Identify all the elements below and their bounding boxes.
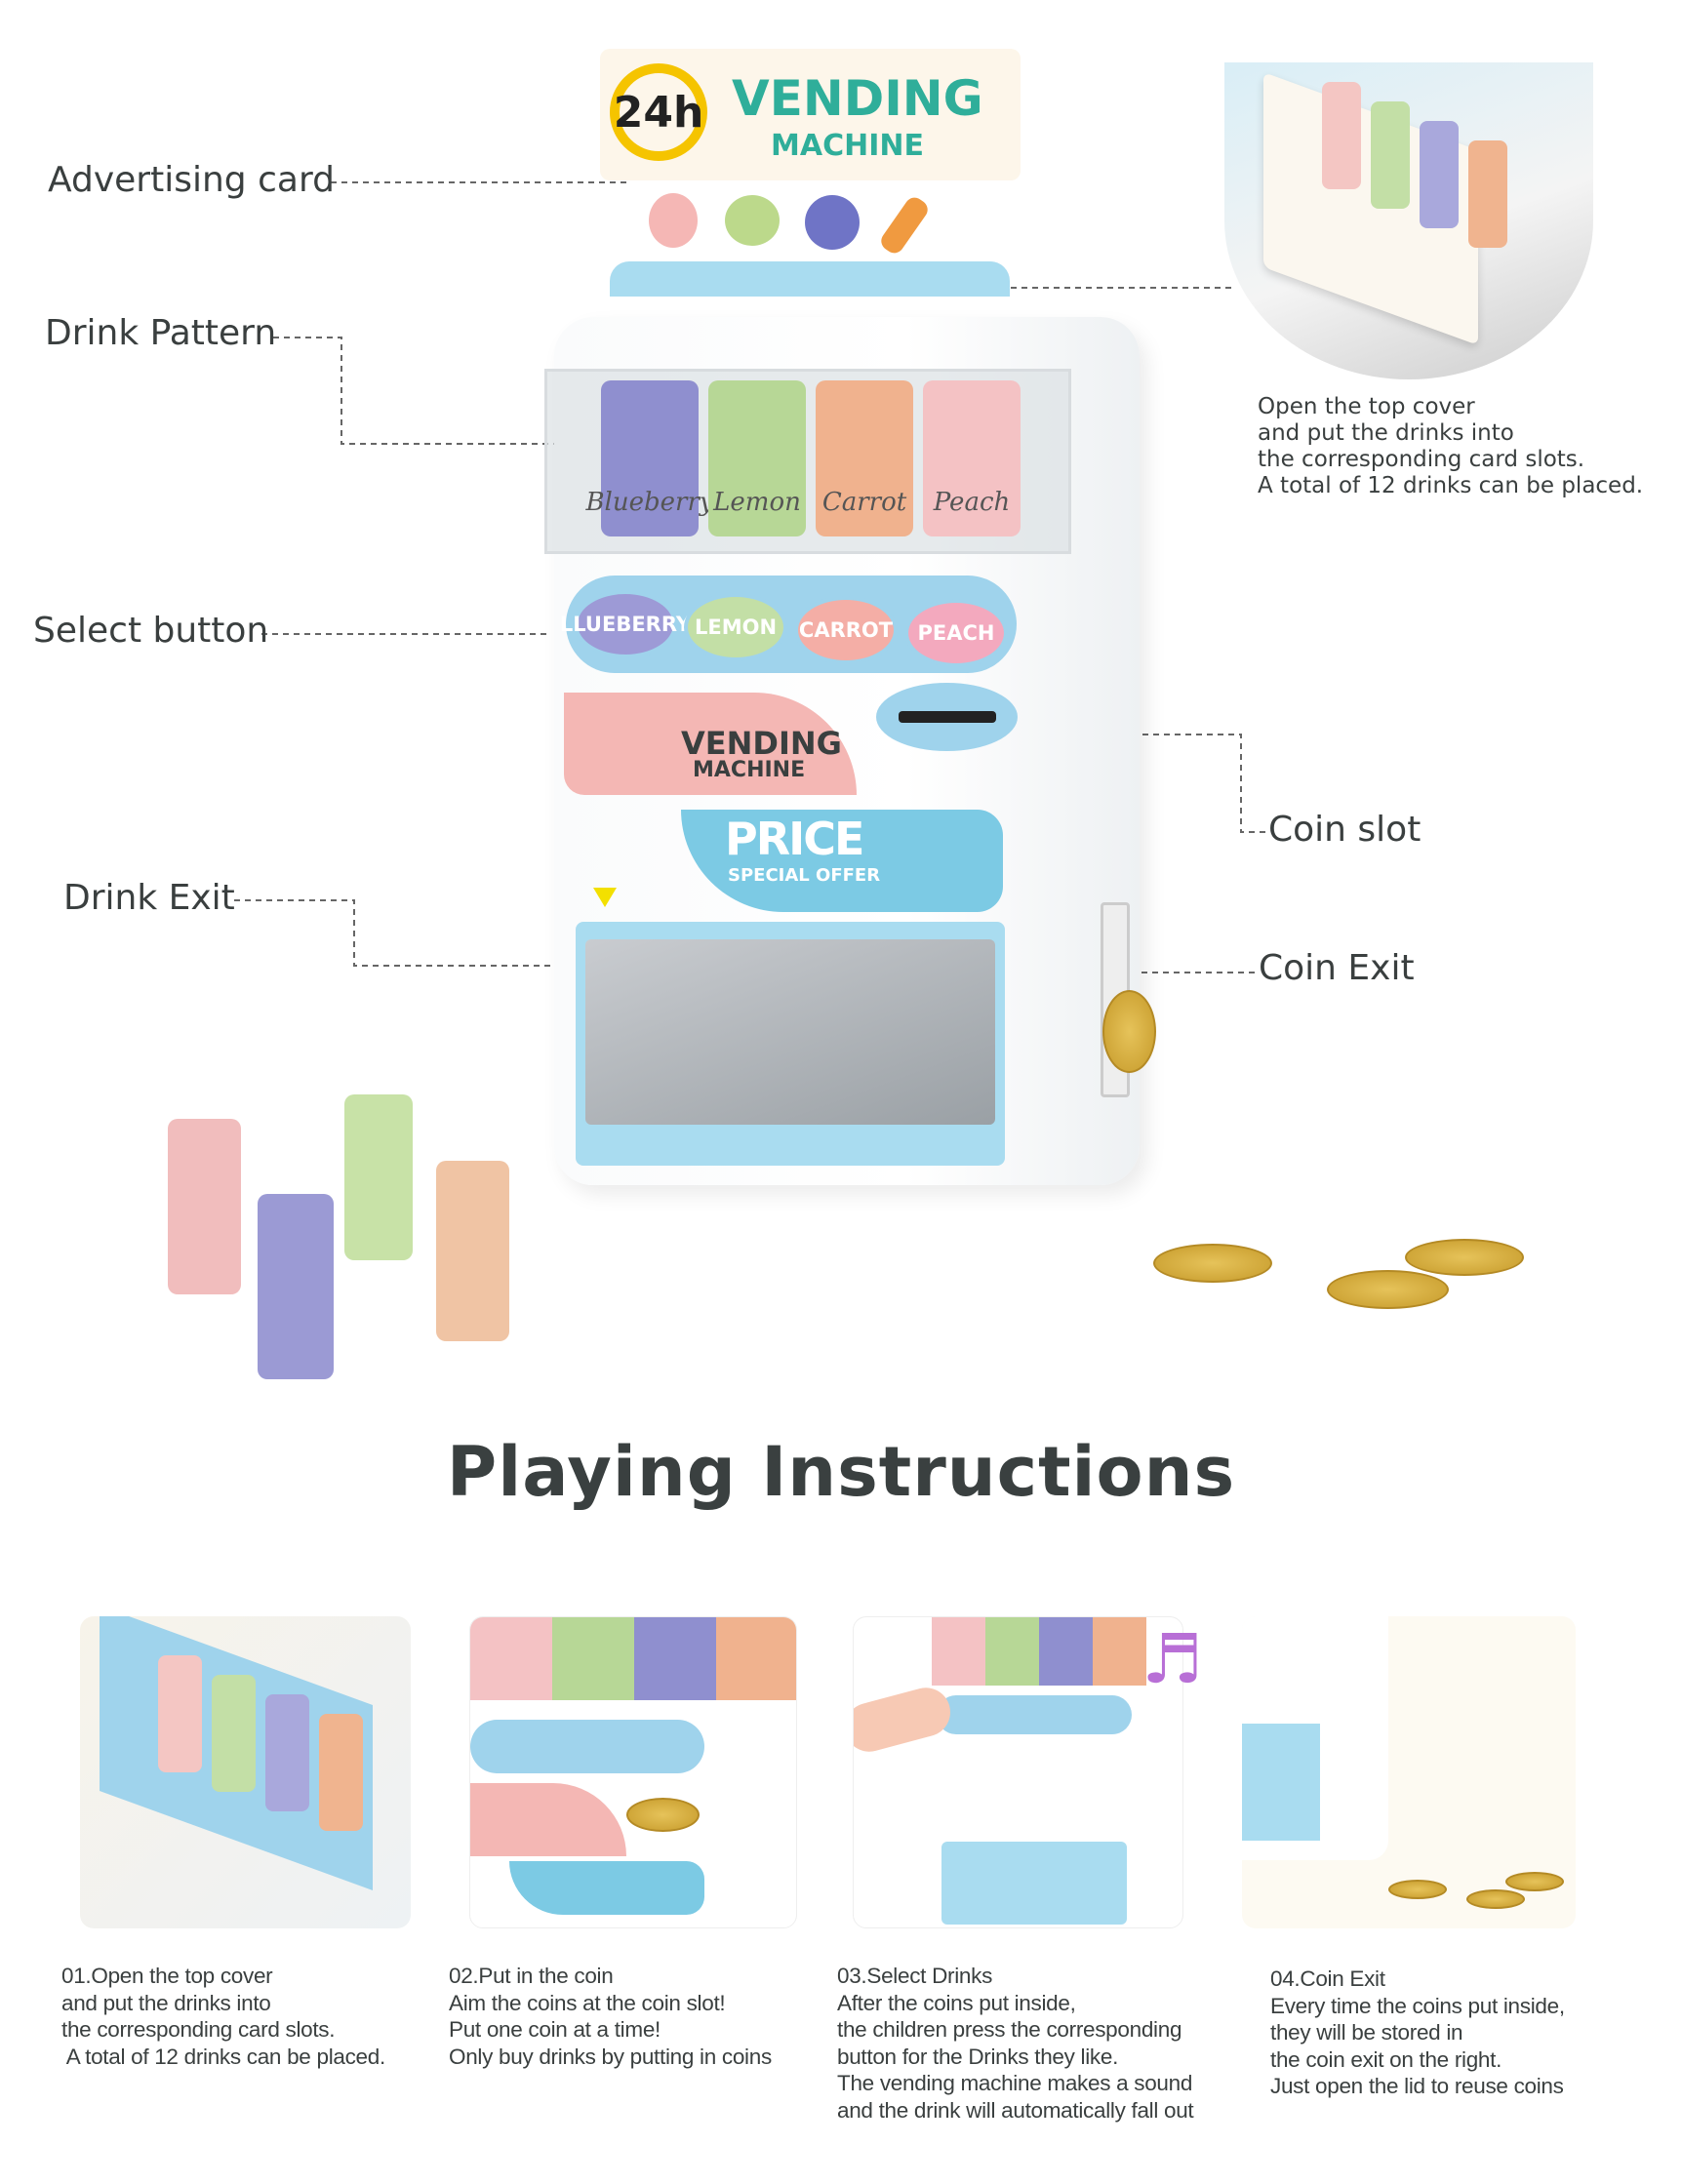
triangle-decoration [593, 888, 617, 907]
price-sticker [681, 810, 1003, 912]
select-button-carrot[interactable]: CARROT [794, 596, 898, 664]
step-1-image [80, 1616, 411, 1928]
ad-subtitle: MACHINE [771, 129, 924, 163]
coin [1327, 1270, 1449, 1309]
instructions-title: Playing Instructions [446, 1432, 1236, 1512]
select-button-peach[interactable]: PEACH [904, 599, 1008, 667]
coin [1153, 1244, 1272, 1283]
can-peach [168, 1119, 241, 1294]
drink-exit[interactable] [576, 922, 1005, 1166]
top-cover-note: Open the top cover and put the drinks in… [1258, 394, 1644, 498]
price-text: PRICE [725, 813, 864, 865]
24h-badge: 24h [610, 63, 707, 161]
drink-blueberry: Blueberry [585, 380, 714, 536]
hand-icon [854, 1682, 956, 1758]
drink-carrot: Carrot [816, 380, 913, 536]
step-4-image [1242, 1616, 1576, 1928]
label-coin-slot: Coin slot [1268, 810, 1422, 850]
step-3-image [853, 1616, 1183, 1928]
coin [1405, 1239, 1524, 1276]
leader-drink-pattern [273, 337, 600, 445]
blueberry-icon [805, 195, 860, 250]
label-advertising-card: Advertising card [48, 160, 335, 200]
label-drink-exit: Drink Exit [63, 878, 235, 918]
coin [1102, 990, 1156, 1073]
vending-sticker [564, 693, 857, 795]
panel-subtitle: MACHINE [693, 758, 806, 782]
step-2-text: 02.Put in the coin Aim the coins at the … [449, 1964, 772, 2069]
advertising-card: 24h VENDING MACHINE [600, 49, 1021, 297]
select-button-lemon[interactable]: LEMON [684, 593, 787, 661]
leader-coin-slot [1014, 734, 1266, 833]
leader-drink-exit [234, 899, 580, 967]
label-drink-pattern: Drink Pattern [45, 313, 277, 353]
music-notes-icon: ♬ [1141, 1619, 1203, 1699]
select-button-blueberry[interactable]: LLUEBERRY [560, 590, 691, 658]
step-1-text: 01.Open the top cover and put the drinks… [61, 1964, 385, 2069]
label-select-button: Select button [33, 611, 269, 651]
peach-icon [649, 193, 698, 248]
panel-title: VENDING [681, 725, 842, 762]
top-cover-photo [1224, 62, 1593, 379]
lemon-icon [725, 195, 780, 246]
can-blueberry [258, 1194, 334, 1379]
step-3-text: 03.Select Drinks After the coins put ins… [837, 1964, 1194, 2123]
ad-title: VENDING [732, 70, 983, 127]
label-coin-exit: Coin Exit [1259, 948, 1415, 988]
carrot-icon [877, 193, 932, 258]
step-2-image [469, 1616, 797, 1928]
can-carrot [436, 1161, 509, 1341]
can-lemon [344, 1094, 413, 1260]
drink-lemon: Lemon [708, 380, 806, 536]
vending-machine: Blueberry Lemon Carrot Peach LLUEBERRY L… [544, 317, 1140, 1185]
coin-slot[interactable] [876, 683, 1018, 751]
step-4-text: 04.Coin Exit Every time the coins put in… [1270, 1966, 1565, 2099]
drink-peach: Peach [923, 380, 1021, 536]
price-subtext: SPECIAL OFFER [728, 865, 881, 886]
